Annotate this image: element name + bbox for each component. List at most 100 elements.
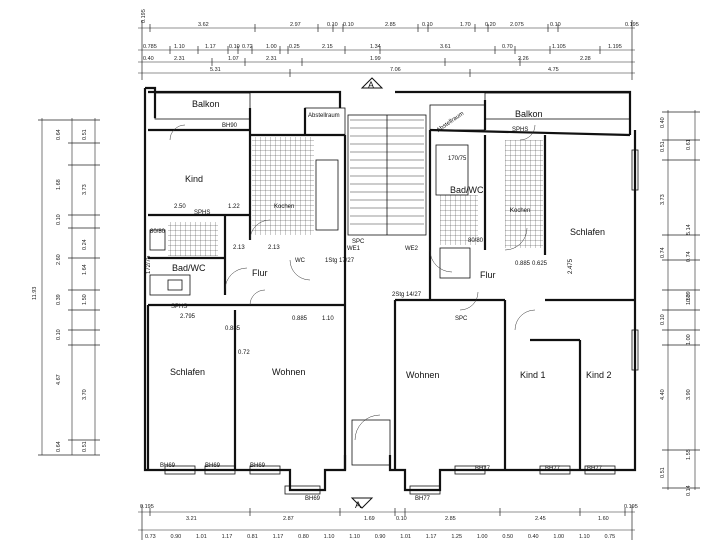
section-marker-bottom: A [350,497,374,510]
label-dim-0-885b: 0.885 [292,316,308,322]
dim-top2-3: 0.10 [229,44,240,50]
dim-left-11-93: 11.93 [32,287,38,300]
dim-bottom-8: 0.195 [624,504,638,510]
dim-left-6: 2.60 [56,254,62,265]
dim-top-0-10b: 0.10 [343,22,354,28]
dim-top-0-20: 0.20 [485,22,496,28]
interior-walls [146,108,635,470]
room-schlafen-left: Schlafen [170,367,205,377]
label-bad-right-dim: 170/75 [448,156,467,162]
dim-left-5: 0.24 [82,239,88,250]
room-wohnen-right: Wohnen [406,370,439,380]
dim-top2-12: 1.195 [608,44,622,50]
label-dim-2-50: 2.50 [174,204,186,210]
stair-core [347,114,427,466]
dim-top3-1: 2.31 [174,56,185,62]
label-spc-left: SPC [352,239,365,245]
dim-bottom2-0: 0.73 [145,534,156,540]
label-dim-0-625: 0.625 [532,261,548,267]
label-bh69-3: BH69 [250,463,266,469]
dim-right-o1: 0.74 [686,251,692,262]
label-dim-2-795: 2.795 [180,314,196,320]
left-dimension-chain: 11.93 0.64 0.51 1.68 3.73 0.10 0.24 2.60… [32,118,100,456]
room-kind: Kind [185,174,203,184]
svg-text:A: A [368,80,374,90]
room-bad-right: Bad/WC [450,185,484,195]
dim-bottom-7: 1.60 [598,516,609,522]
dim-right-o2: 0.39 [686,291,692,302]
dim-left-12: 3.70 [82,389,88,400]
dim-left-7: 1.64 [82,264,88,275]
dim-left-2: 1.68 [56,179,62,190]
dim-right-3: 5.14 [686,224,692,235]
dim-bottom2-4: 0.81 [247,534,258,540]
dim-top3-5: 2.26 [518,56,529,62]
room-bad-left: Bad/WC [172,263,206,273]
label-sphs-lower: SPHS [171,304,187,310]
label-spc-right: SPC [455,316,468,322]
label-bh69-2: BH69 [205,463,221,469]
label-dim-0-885c: 0.885 [515,261,531,267]
bottom-dimension-chain: 0.195 3.21 2.87 1.69 0.10 2.85 2.45 1.60… [138,504,638,540]
dim-right-o0: 0.61 [686,139,692,150]
room-flur-left: Flur [252,268,268,278]
dim-top-2-85: 2.85 [385,22,396,28]
label-we2: WE2 [405,246,419,252]
dim-top2-6: 0.25 [289,44,300,50]
dim-bottom2-16: 1.00 [553,534,564,540]
dim-bottom2-5: 1.17 [273,534,284,540]
label-bh77-2: BH77 [475,466,491,472]
dim-right-10: 0.51 [660,467,666,478]
right-dimension-chain: 0.40 0.51 3.73 5.14 0.74 1.50 0.10 1.00 … [660,110,700,496]
dim-left-8: 0.39 [56,294,62,305]
top-dimension-chain: 0.195 3.62 2.97 0.10 0.10 2.85 0.10 1.70… [138,9,639,80]
label-dim-1-22: 1.22 [228,204,240,210]
label-stair-right: 2Stg 14/27 [392,292,422,298]
dim-bottom2-9: 0.90 [375,534,386,540]
label-bh77-3: BH77 [545,466,561,472]
label-sphs-left: SPHS [194,210,210,216]
dim-bottom2-17: 1.10 [579,534,590,540]
room-flur-right: Flur [480,270,496,280]
dim-bottom2-18: 0.75 [604,534,615,540]
room-kind-1: Kind 1 [520,370,546,380]
label-bh77-4: BH77 [587,466,603,472]
label-shower-left: 80/80 [150,229,166,235]
room-balkon-right: Balkon [515,109,543,119]
room-abstellraum: Abstellraum [308,113,340,119]
dim-top2-9: 3.61 [440,44,451,50]
dim-bottom2-8: 1.10 [349,534,360,540]
dim-right-1: 0.51 [660,141,666,152]
svg-text:A: A [355,500,361,510]
dim-top-0-10a: 0.10 [327,22,338,28]
dim-top2-8: 1.34 [370,44,381,50]
dim-bottom2-2: 1.01 [196,534,207,540]
dim-left-4: 0.10 [56,214,62,225]
dim-top2-10: 0.70 [502,44,513,50]
dim-right-8: 4.40 [660,389,666,400]
label-bh69-4: BH69 [305,496,321,502]
door-swings [169,124,536,441]
dim-right-9: 3.90 [686,389,692,400]
dim-bottom-1: 3.21 [186,516,197,522]
exterior-walls [143,86,637,492]
label-bad-left-dim: 172/75 [146,255,152,274]
dim-top2-7: 2.15 [322,44,333,50]
label-stair-left: 1Stg 17/27 [325,258,355,264]
dim-right-0: 0.40 [660,117,666,128]
dim-top-0-195b: 0.195 [625,22,639,28]
label-bh77-1: BH77 [415,496,431,502]
room-kochen-right: Kochen [510,208,530,214]
dim-left-1: 0.51 [82,129,88,140]
dim-bottom2-14: 0.50 [502,534,513,540]
dim-left-14: 0.51 [82,441,88,452]
dim-bottom2-6: 0.80 [298,534,309,540]
dim-top3-4: 1.99 [370,56,381,62]
room-wohnen-left: Wohnen [272,367,305,377]
room-kochen-left: Kochen [274,204,294,210]
label-bh90: BH90 [222,123,238,129]
dim-right-o4: 0.14 [686,485,692,496]
dim-bottom2-12: 1.25 [451,534,462,540]
dim-bottom2-3: 1.17 [222,534,233,540]
